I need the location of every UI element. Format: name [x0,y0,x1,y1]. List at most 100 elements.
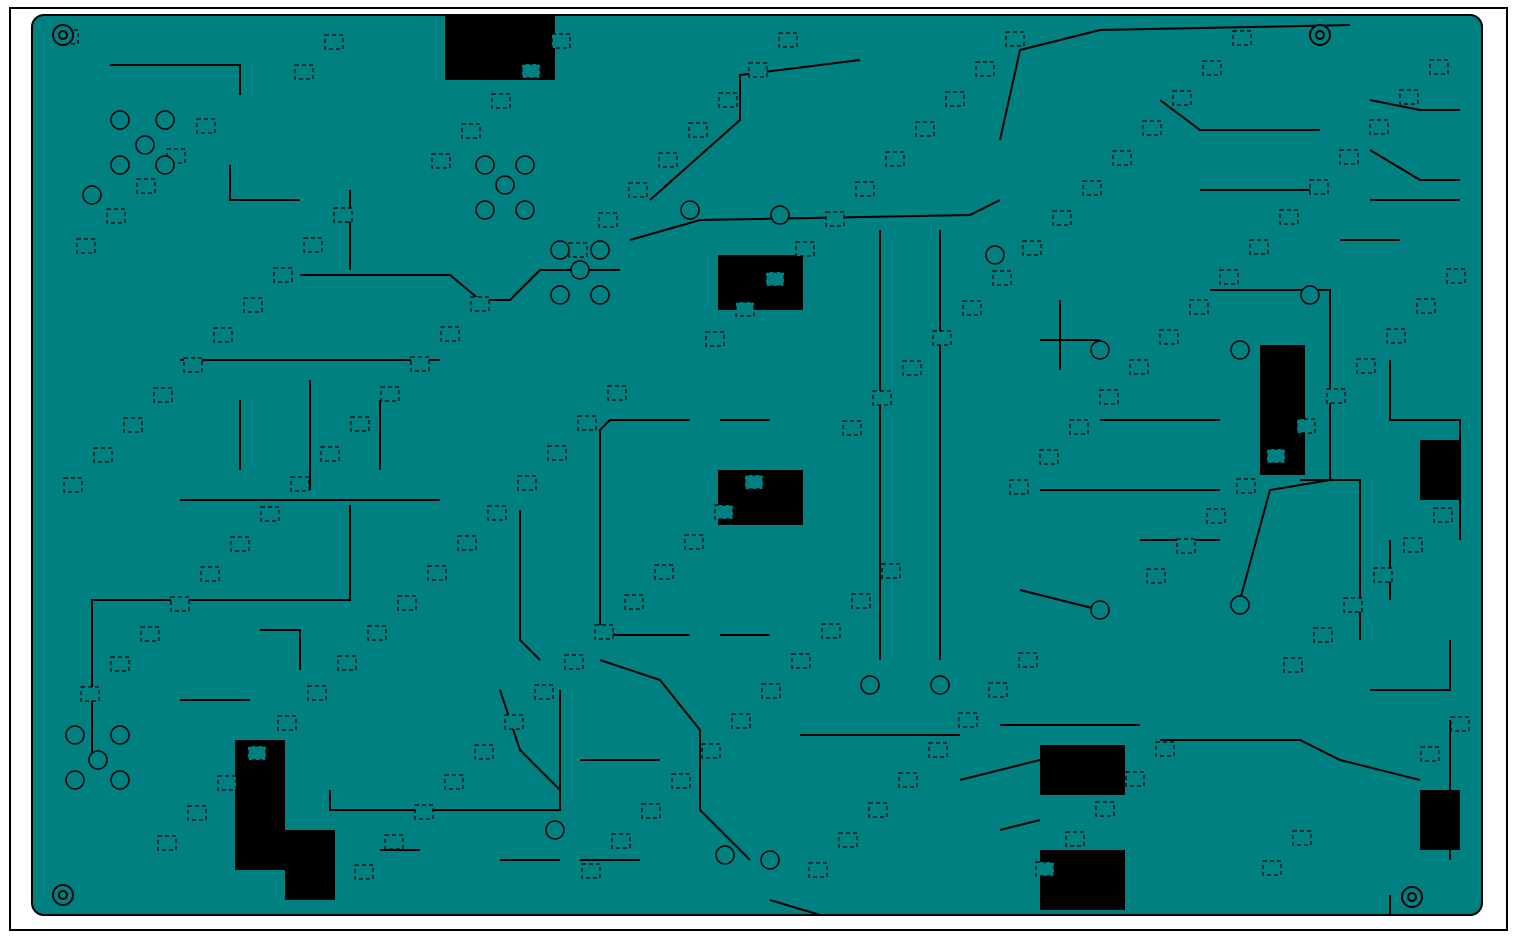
pad [431,153,451,169]
pad [414,804,434,820]
pad [975,61,995,77]
pad [564,654,584,670]
pad [624,594,644,610]
pad [842,420,862,436]
pad [718,92,738,108]
pad [183,357,203,373]
pad [303,237,323,253]
pad [932,330,952,346]
pad [1112,150,1132,166]
copper-fill-region [285,830,335,900]
pad [1142,120,1162,136]
pad [487,505,507,521]
pad [1189,299,1209,315]
pad [735,301,755,317]
pad [534,684,554,700]
pad [290,476,310,492]
pad [157,835,177,851]
pad [521,63,541,79]
pad [1356,358,1376,374]
via-pad [110,770,130,790]
pad [333,207,353,223]
pad [1082,180,1102,196]
via-pad [760,850,780,870]
pad [1155,741,1175,757]
via-pad [860,675,880,695]
copper-fill-region [718,255,803,310]
pad [1313,627,1333,643]
pad [791,653,811,669]
pad [581,863,601,879]
pad [324,34,344,50]
pad [1125,771,1145,787]
pad [196,118,216,134]
pad [213,327,233,343]
via-pad [930,675,950,695]
via-pad [495,175,515,195]
pad [474,744,494,760]
trace [110,64,241,95]
trace [1019,589,1101,611]
pad [1343,597,1363,613]
trace [1160,739,1421,781]
pad [1206,508,1226,524]
pad [260,506,280,522]
copper-fill-region [1040,745,1125,795]
mounting-hole-drill [1407,892,1417,902]
trace [999,819,1041,831]
pad [1202,60,1222,76]
pad [641,803,661,819]
pad [1429,59,1449,75]
pad [230,536,250,552]
pad [123,417,143,433]
pad [1069,419,1089,435]
pad [1249,239,1269,255]
pad [714,504,734,520]
pad [187,805,207,821]
pad [1450,716,1470,732]
pad [654,564,674,580]
via-pad [770,205,790,225]
trace [1369,149,1460,181]
trace [499,689,561,791]
pad [868,802,888,818]
pad [1296,418,1316,434]
pad [795,241,815,257]
pads [59,29,1470,880]
pad [1039,449,1059,465]
pad [200,566,220,582]
pad [1309,179,1329,195]
mounting-hole-drill [58,890,68,900]
via-pad [590,285,610,305]
pad [93,447,113,463]
pad [170,596,190,612]
pad [928,742,948,758]
pad [427,565,447,581]
pad [1326,388,1346,404]
copper-pour [31,14,1483,916]
pad [1416,298,1436,314]
pad [748,62,768,78]
pad [568,242,588,258]
via-pad [590,240,610,260]
pad [354,864,374,880]
pad [898,772,918,788]
via-pad [65,770,85,790]
pad [778,32,798,48]
via-pad [1090,340,1110,360]
trace [599,659,751,861]
pad [1099,389,1119,405]
pad [337,655,357,671]
trace [999,24,1351,141]
pad [273,267,293,283]
pad [671,773,691,789]
pad [517,475,537,491]
pad [988,682,1008,698]
pad [594,624,614,640]
pad [958,712,978,728]
via-pad [1230,340,1250,360]
via-pad [680,200,700,220]
via-pad [475,200,495,220]
pad [881,563,901,579]
pad [1403,537,1423,553]
